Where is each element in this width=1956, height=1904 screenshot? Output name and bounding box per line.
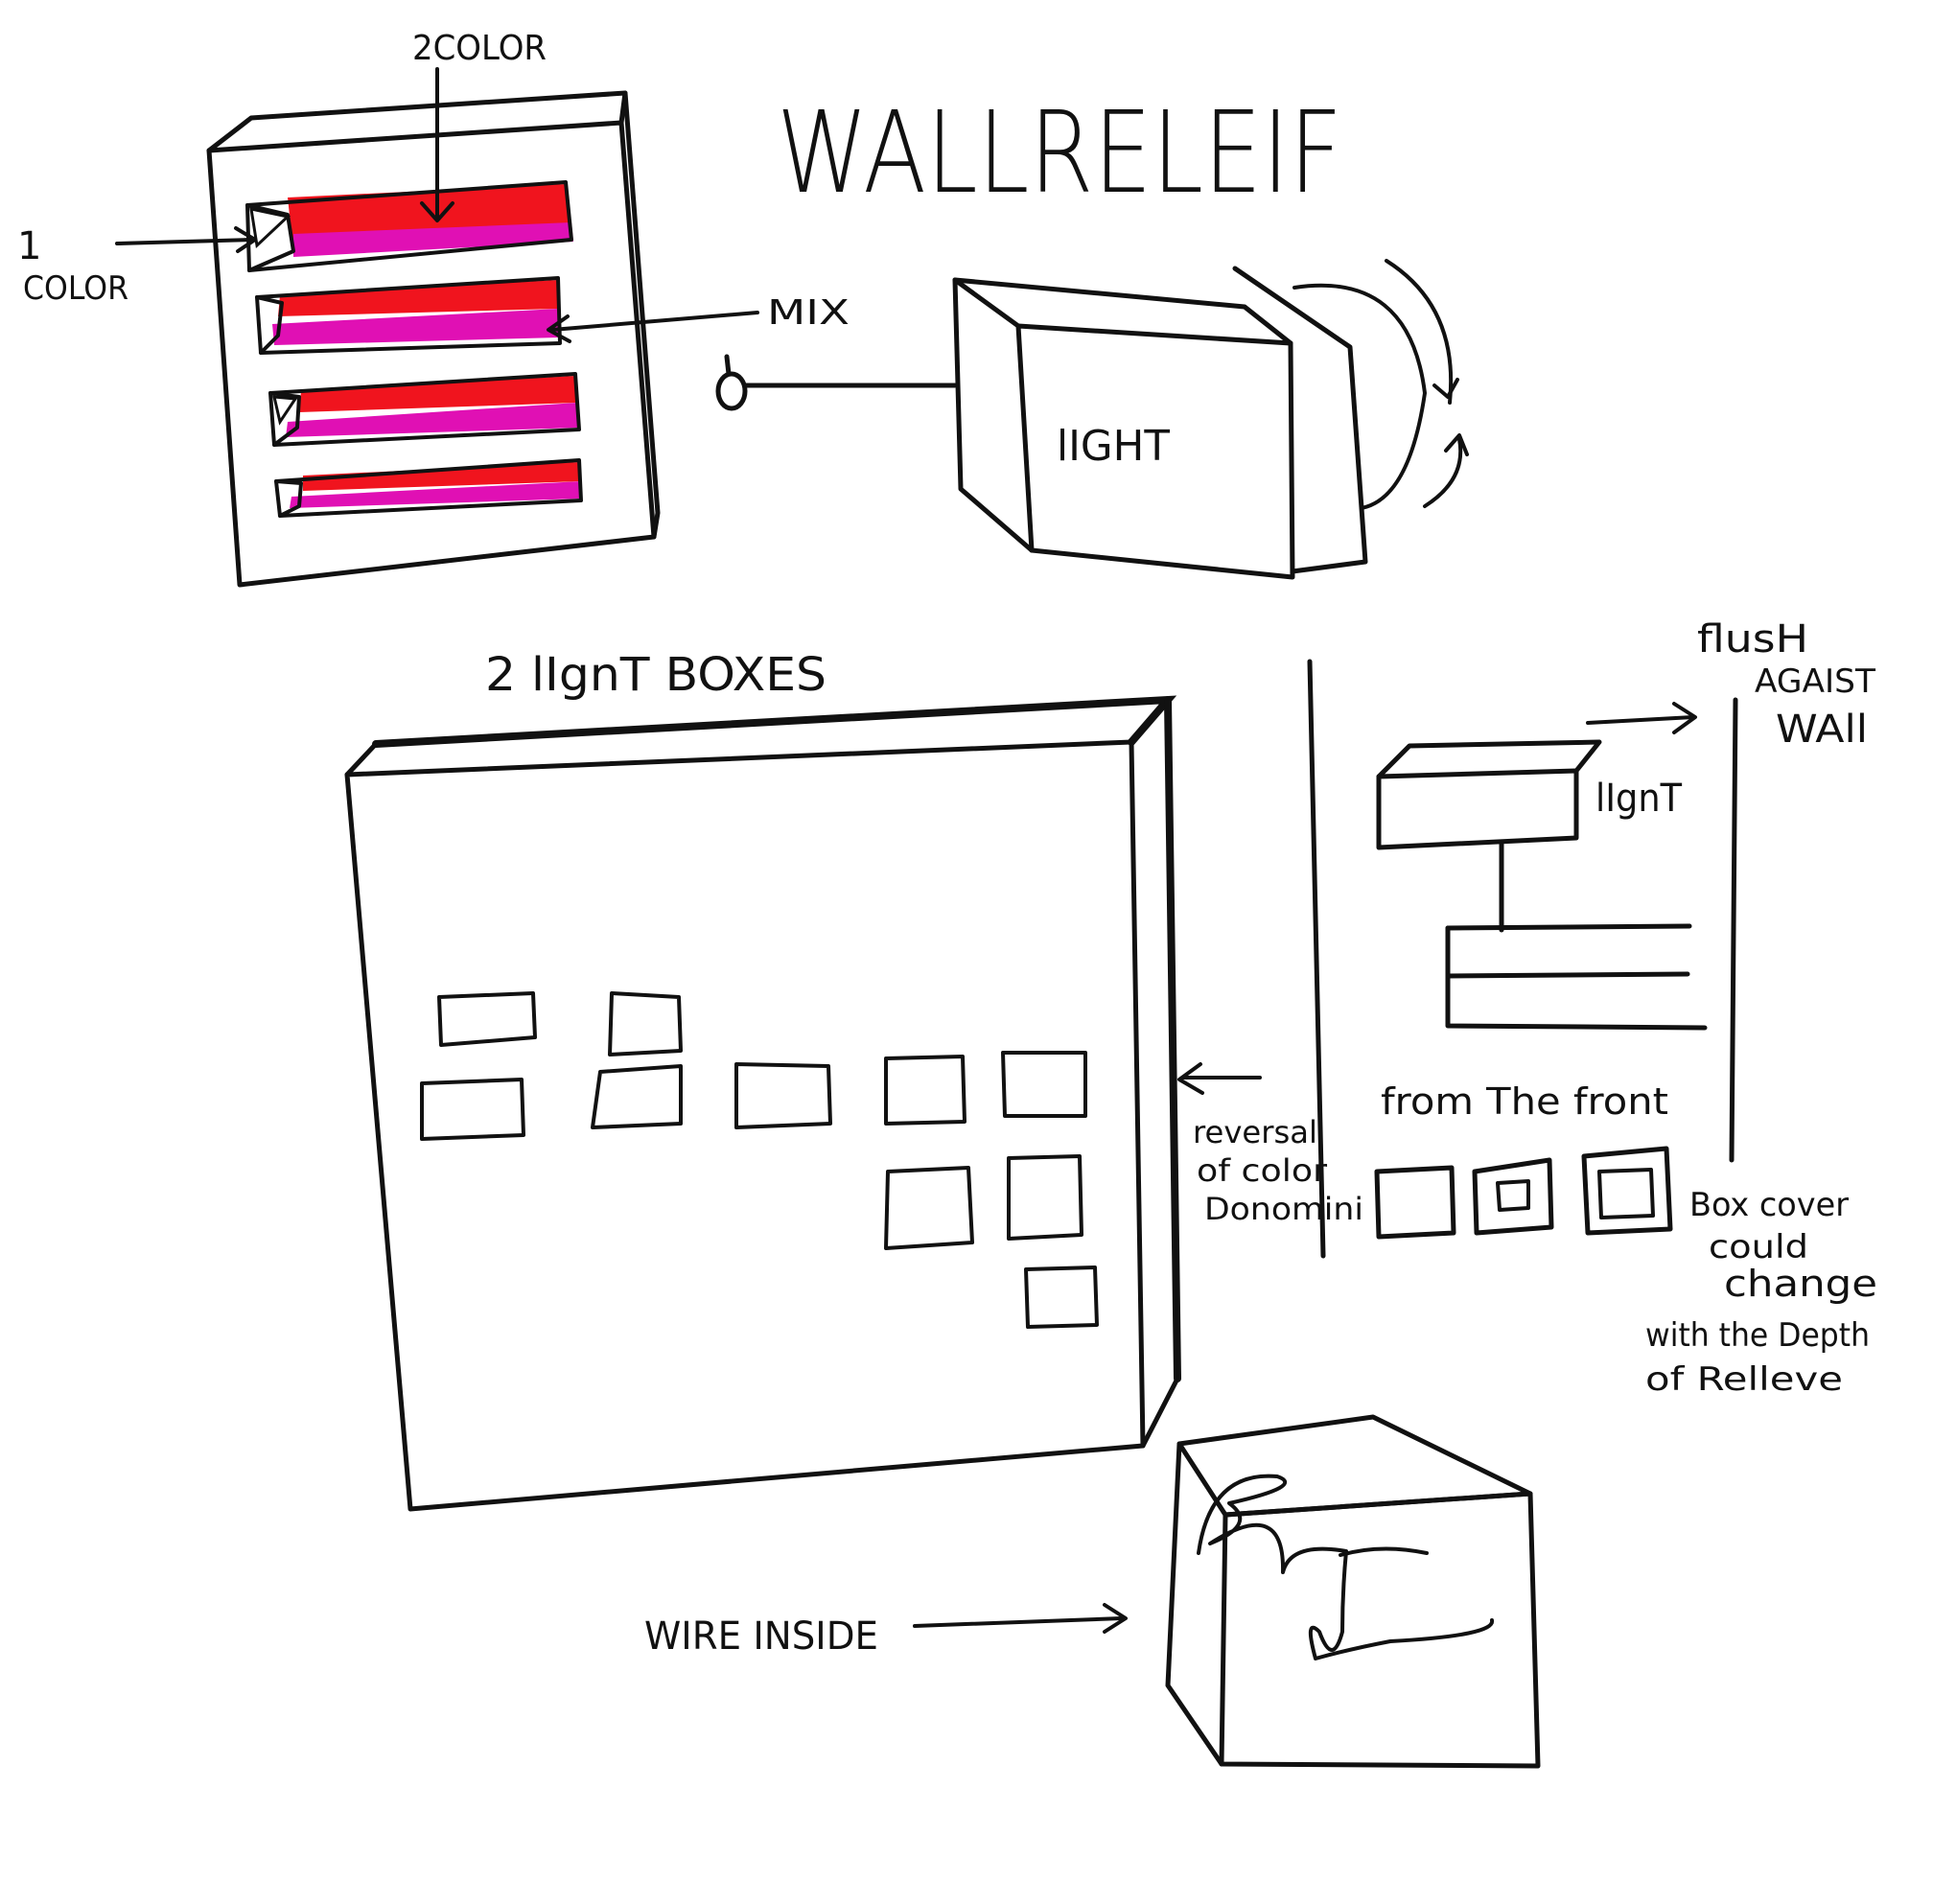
box-cover-line-5: of Relleve — [1645, 1360, 1843, 1399]
color-bar-3 — [268, 372, 581, 447]
light-box — [952, 259, 1469, 580]
color-bar-4 — [274, 458, 583, 518]
light-box-label: lIGHT — [1057, 422, 1170, 471]
color-bar-2 — [255, 276, 562, 355]
wire-cube — [1165, 1414, 1541, 1769]
color-2-label: 2COLOR — [412, 29, 547, 68]
flush-line-3: WAll — [1776, 708, 1868, 752]
reversal-line-2: of color — [1197, 1152, 1328, 1189]
wire-inside-drawing — [1197, 1474, 1495, 1660]
cutout-9 — [1007, 1154, 1083, 1241]
front-view-boxes — [1374, 1146, 1673, 1240]
color-1-label: COLOR — [23, 269, 128, 308]
cutout-6 — [884, 1055, 966, 1126]
box-cover-line-3: change — [1724, 1263, 1877, 1305]
wire-inside-label: WIRE INSIDE — [644, 1614, 878, 1659]
color-bar-1 — [245, 180, 573, 272]
color-1-number: 1 — [17, 224, 41, 268]
cutout-5 — [734, 1062, 832, 1129]
cutout-10 — [1024, 1265, 1099, 1329]
cutout-3 — [420, 1078, 525, 1141]
color-panel-box — [206, 90, 661, 588]
arrow-to-color-1 — [115, 226, 257, 253]
cutout-8 — [884, 1166, 974, 1250]
cutout-1 — [437, 991, 537, 1047]
cutout-2 — [608, 991, 683, 1056]
arrow-to-mix — [547, 311, 759, 343]
from-the-front-label: from The front — [1381, 1080, 1668, 1123]
reversal-line-1: reversal — [1193, 1114, 1317, 1150]
mix-label: MIX — [767, 293, 850, 333]
wall-line — [1729, 697, 1738, 1163]
cutout-7 — [1001, 1051, 1087, 1118]
arrow-to-color-2 — [420, 67, 454, 222]
side-light-label: lIgnT — [1595, 777, 1683, 821]
divider-line — [1307, 659, 1326, 1259]
box-cover-line-4: with the Depth — [1645, 1316, 1870, 1355]
light-box-panel — [344, 695, 1181, 1512]
box-cover-line-2: could — [1709, 1228, 1808, 1266]
reversal-line-3: Donomini — [1204, 1191, 1363, 1227]
arrow-to-panel-edge — [1177, 1062, 1262, 1095]
arrow-to-wire-cube — [913, 1603, 1128, 1634]
light-boxes-heading: 2 lIgnT BOXES — [485, 648, 827, 702]
cutout-4 — [591, 1064, 683, 1129]
sketch-title: WALLRELEIF — [777, 86, 1342, 219]
light-plug-icon — [715, 354, 748, 411]
flush-line-1: flusH — [1697, 617, 1808, 662]
flush-line-2: AGAIST — [1755, 662, 1875, 701]
box-cover-line-1: Box cover — [1689, 1186, 1849, 1224]
side-view-light — [1376, 739, 1708, 1031]
arrow-to-wall — [1586, 702, 1697, 734]
